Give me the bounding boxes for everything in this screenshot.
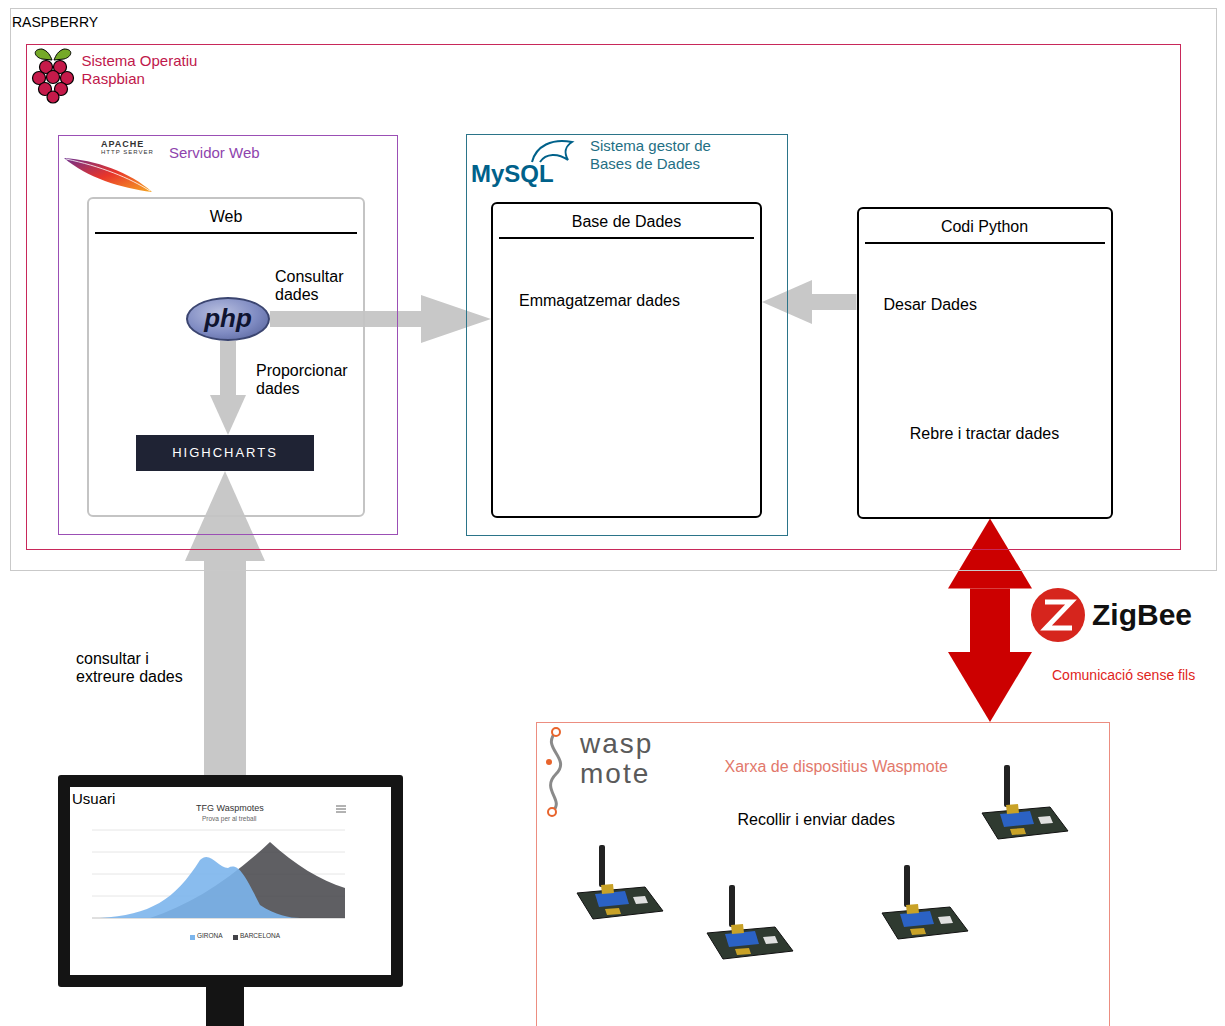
chart-title: TFG Waspmotes	[196, 803, 264, 813]
logo-text: APACHE	[101, 139, 144, 149]
waspmote-logo-curve	[551, 732, 561, 812]
python-box: Codi PythonDesar DadesRebre i tractar da…	[857, 207, 1113, 519]
apache-feather	[64, 158, 152, 192]
box-heading: php	[204, 303, 252, 334]
waspmote-device	[707, 885, 793, 959]
logo-text: mote	[580, 758, 650, 790]
database-box: Base de DadesEmmagatzemar dades	[491, 202, 762, 518]
box-text: Recollir i enviar dades	[738, 810, 895, 829]
logo-text: ZigBee	[1092, 598, 1192, 633]
box-text: Desar Dades	[884, 295, 977, 314]
dbms-box: Sistema gestor de Bases de DadesBase de …	[466, 134, 788, 536]
grid-line	[92, 852, 345, 853]
web-box: Web phpHIGHCHARTS	[87, 197, 365, 517]
box-heading: Sistema gestor de Bases de Dades	[590, 137, 755, 173]
screen-chart	[92, 806, 346, 940]
box-text: Rebre i tractar dades	[865, 424, 1105, 443]
chart-legend-text: BARCELONA	[240, 932, 280, 939]
legend-swatch	[233, 935, 238, 940]
os-box: Sistema Operatiu RaspbianServidor WebWeb…	[26, 44, 1181, 550]
connector-arrow	[204, 561, 246, 775]
zigbee-logo-circle	[1031, 588, 1085, 642]
legend-swatch	[190, 935, 195, 940]
php-logo: php	[186, 297, 270, 341]
connector-arrow	[812, 294, 857, 310]
box-heading: RASPBERRY	[12, 14, 98, 31]
logo-text: MySQL	[471, 160, 554, 188]
connector-label: consultar i extreure dades	[76, 650, 201, 687]
connector-arrow	[970, 589, 1010, 653]
connector-arrow	[270, 311, 421, 327]
raspberry-logo	[33, 49, 74, 103]
connector-arrow	[220, 341, 236, 395]
connector-label: Consultar dades	[275, 268, 365, 305]
waspmote-device	[577, 845, 663, 919]
raspberry-box: RASPBERRY Sistema Operatiu RaspbianServid…	[10, 8, 1217, 571]
box-heading: Base de Dades	[499, 212, 754, 239]
area-series	[100, 857, 300, 918]
waspmote-logo-dot	[552, 728, 560, 736]
berry	[47, 71, 60, 84]
box-heading: HIGHCHARTS	[172, 445, 278, 461]
leaf	[35, 49, 52, 60]
connector-label: Comunicació sense fils	[1052, 667, 1217, 683]
waspmote-device	[982, 765, 1068, 839]
web-server-box: Servidor WebWeb phpHIGHCHARTS	[58, 135, 398, 535]
monitor-stand	[206, 987, 244, 1026]
waspmote-device	[882, 865, 968, 939]
logo-text: HTTP SERVER	[101, 149, 154, 156]
chart-subtitle: Prova per al treball	[202, 815, 257, 822]
waspmote-logo-dot	[548, 808, 556, 816]
connector-label: Proporcionar dades	[256, 362, 371, 399]
waspmote-logo-dot	[546, 759, 552, 765]
highcharts-logo: HIGHCHARTS	[136, 435, 314, 471]
logo-text: wasp	[580, 728, 653, 760]
chart-legend-text: GIRONA	[197, 932, 223, 939]
grid-line	[92, 830, 345, 831]
zigbee-logo-z	[1045, 602, 1072, 628]
box-text: Emmagatzemar dades	[519, 291, 680, 310]
berry	[47, 91, 59, 103]
box-heading: Web	[95, 207, 357, 234]
box-heading: Codi Python	[865, 217, 1105, 244]
feather-rachis	[66, 159, 150, 191]
box-heading: Xarxa de dispositius Waspmote	[725, 757, 949, 776]
box-heading: Servidor Web	[169, 144, 260, 162]
leaf	[54, 49, 71, 60]
box-heading: Usuari	[72, 790, 115, 808]
menu-icon	[336, 809, 346, 810]
menu-icon	[336, 812, 346, 813]
mysql-dolphin	[532, 141, 572, 162]
box-heading: Sistema Operatiu Raspbian	[82, 52, 232, 88]
menu-icon	[336, 806, 346, 807]
